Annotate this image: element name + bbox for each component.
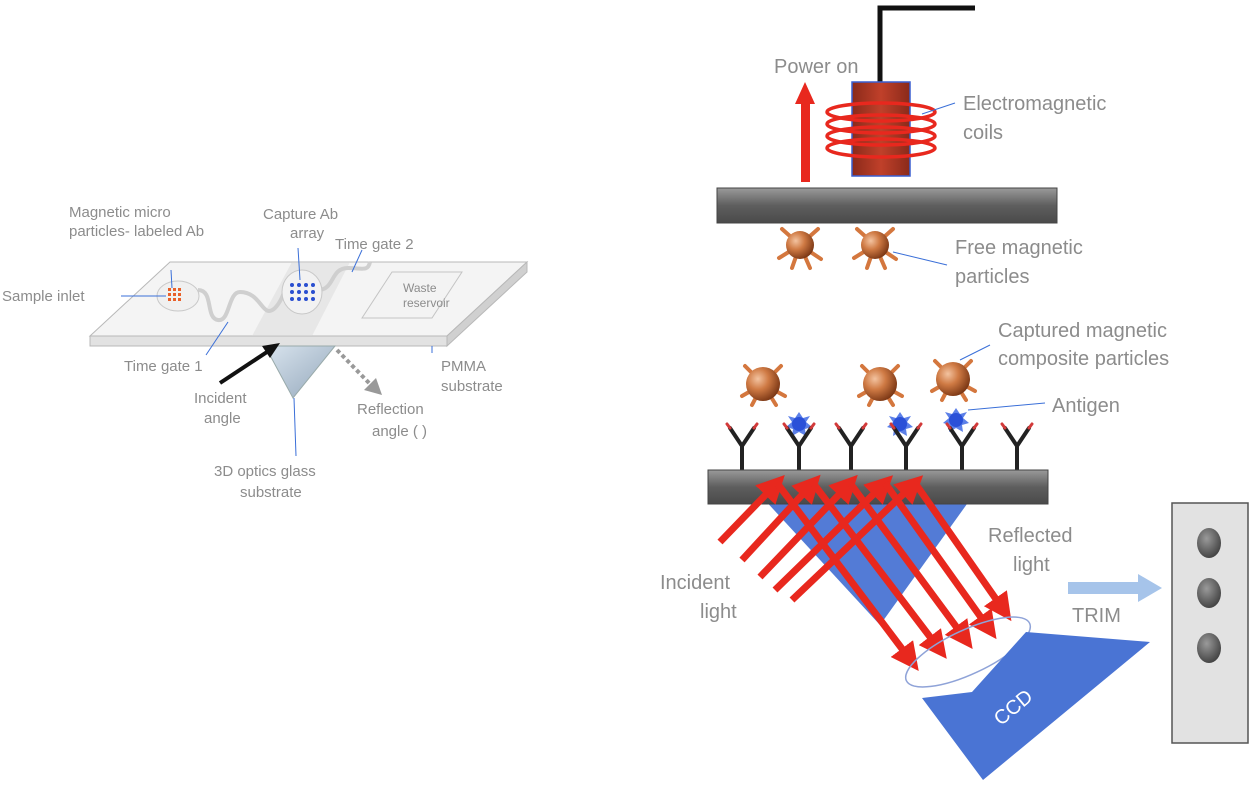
magnetic-particles-label-line1: Magnetic micro	[69, 204, 171, 221]
time-gate-2-label: Time gate 2	[335, 236, 414, 253]
pmma-label-line2: substrate	[441, 378, 503, 395]
free-particles-leader	[892, 251, 948, 266]
ccd-lens	[904, 616, 1032, 688]
incident-light-label-line1: Incident	[660, 572, 730, 594]
incident-light-label-line2: light	[700, 601, 737, 623]
capture-ab-label-line2: array	[290, 225, 325, 242]
reflected-light-rays	[774, 480, 1012, 671]
free-magnetic-particle-1	[777, 227, 823, 270]
power-wire	[877, 5, 975, 82]
power-on-label: Power on	[774, 56, 859, 78]
pmma-substrate-edge	[89, 335, 448, 347]
coils-label-line1: Electromagnetic	[963, 93, 1106, 115]
captured-particle-2	[857, 364, 904, 407]
time-gate-1-label: Time gate 1	[124, 358, 203, 375]
free-magnetic-particle-2	[852, 227, 898, 270]
power-on-arrowhead-icon	[795, 82, 815, 104]
antigen-1	[786, 412, 812, 436]
ccd-camera	[922, 632, 1150, 780]
sample-inlet-label: Sample inlet	[2, 288, 85, 305]
reflection-angle-arrow	[335, 348, 374, 388]
chip-leader-lines	[121, 247, 433, 457]
capture-ab-array-dots	[290, 283, 315, 301]
captured-label-line1: Captured magnetic	[998, 320, 1167, 342]
waste-label-line2: reservoir	[403, 296, 450, 310]
incident-angle-label-line2: angle	[204, 410, 241, 427]
antigen-2	[887, 412, 913, 436]
captured-particle-3	[930, 359, 977, 402]
microfluidic-chip: Waste reservoir Magnetic micro particles…	[2, 204, 529, 501]
detected-spot-2	[1197, 578, 1221, 608]
antigen-label: Antigen	[1052, 395, 1120, 417]
trim-arrow-shaft	[1068, 582, 1144, 594]
antigen-3	[943, 408, 969, 432]
free-particles-label-line1: Free magnetic	[955, 237, 1083, 259]
glass-substrate-label-line1: 3D optics glass	[214, 463, 316, 480]
antibody-tips	[725, 422, 1034, 430]
magnetic-particles-label-line2: particles- labeled Ab	[69, 223, 204, 240]
waste-label-line1: Waste	[403, 281, 437, 295]
reflection-angle-arrowhead-icon	[364, 378, 382, 395]
coils-label-line2: coils	[963, 122, 1003, 144]
microchannel	[197, 261, 372, 322]
detected-spot-1	[1197, 528, 1221, 558]
glass-substrate-label-line2: substrate	[240, 484, 302, 501]
detected-spot-3	[1197, 633, 1221, 663]
incident-angle-arrowhead-icon	[262, 343, 280, 358]
trim-label: TRIM	[1072, 605, 1121, 627]
captured-particles-leader	[959, 344, 991, 361]
pmma-substrate-side	[446, 260, 528, 348]
antigen-leader	[967, 402, 1046, 411]
incident-angle-arrow	[218, 348, 272, 385]
reflection-angle-label-line2: angle ( )	[372, 423, 427, 440]
reflected-light-label-line1: Reflected	[988, 525, 1073, 547]
pmma-label-line1: PMMA	[441, 358, 486, 375]
capture-antibodies	[728, 426, 1031, 472]
waste-reservoir	[361, 271, 463, 319]
trim-arrowhead-icon	[1138, 574, 1162, 602]
free-particles-label-line2: particles	[955, 266, 1029, 288]
power-on-arrow-shaft	[801, 100, 810, 182]
coils-leader	[921, 102, 956, 115]
glass-prism	[264, 345, 337, 399]
incident-angle-label-line1: Incident	[194, 390, 247, 407]
captured-particle-1	[740, 364, 787, 407]
electromagnetic-coils	[825, 101, 937, 159]
magnetic-particle-spots	[168, 288, 181, 301]
reflected-light-label-line2: light	[1013, 554, 1050, 576]
capture-array-chamber	[281, 269, 323, 315]
captured-label-line2: composite particles	[998, 348, 1169, 370]
reflection-angle-label-line1: Reflection	[357, 401, 424, 418]
upper-substrate-plate	[716, 187, 1058, 224]
capture-ab-label-line1: Capture Ab	[263, 206, 338, 223]
